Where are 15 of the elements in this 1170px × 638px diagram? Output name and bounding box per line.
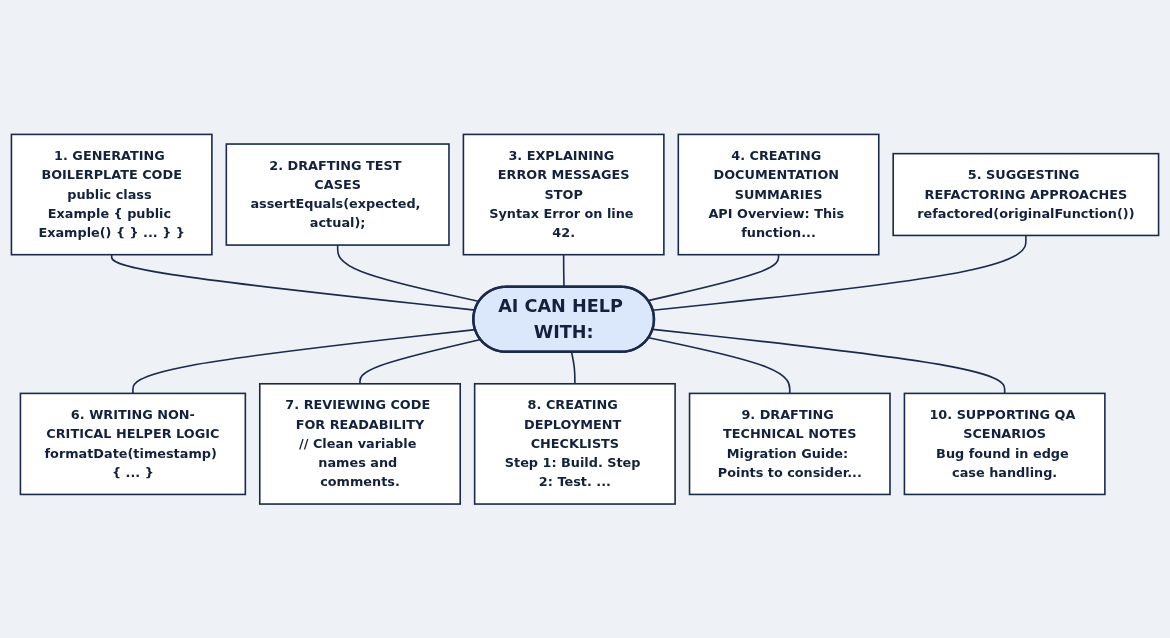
node-box: 7. REVIEWING CODE FOR READABILITY // Clean variable names and comments. — [258, 382, 462, 505]
connector — [647, 336, 791, 394]
connector — [652, 234, 1027, 311]
node-box: 9. DRAFTING TECHNICAL NOTES Migration Guide: Points to consider... — [688, 392, 891, 495]
node-box: 6. WRITING NON-CRITICAL HELPER LOGIC formatDate(timestamp) { ... } — [19, 392, 247, 495]
node-box: 1. GENERATING BOILERPLATE CODE public class Example { public Example() { } ... } } — [10, 133, 213, 256]
node-box: 4. CREATING DOCUMENTATION SUMMARIES API Overview: This function... — [677, 133, 880, 256]
node-box: 3. EXPLAINING ERROR MESSAGES STOP Syntax Error on line 42. — [462, 133, 665, 256]
node-box: 8. CREATING DEPLOYMENT CHECKLISTS Step 1: Build. Step 2: Test. ... — [473, 382, 676, 505]
connector — [647, 253, 780, 302]
node-box: 5. SUGGESTING REFACTORING APPROACHES refactored(originalFunction()) — [892, 152, 1160, 236]
node-box: 10. SUPPORTING QA SCENARIOS Bug found in edge case handling. — [903, 392, 1106, 495]
node-box: 2. DRAFTING TEST CASES assertEquals(expected, actual); — [225, 143, 450, 246]
connector — [570, 351, 576, 385]
connector — [652, 328, 1006, 394]
